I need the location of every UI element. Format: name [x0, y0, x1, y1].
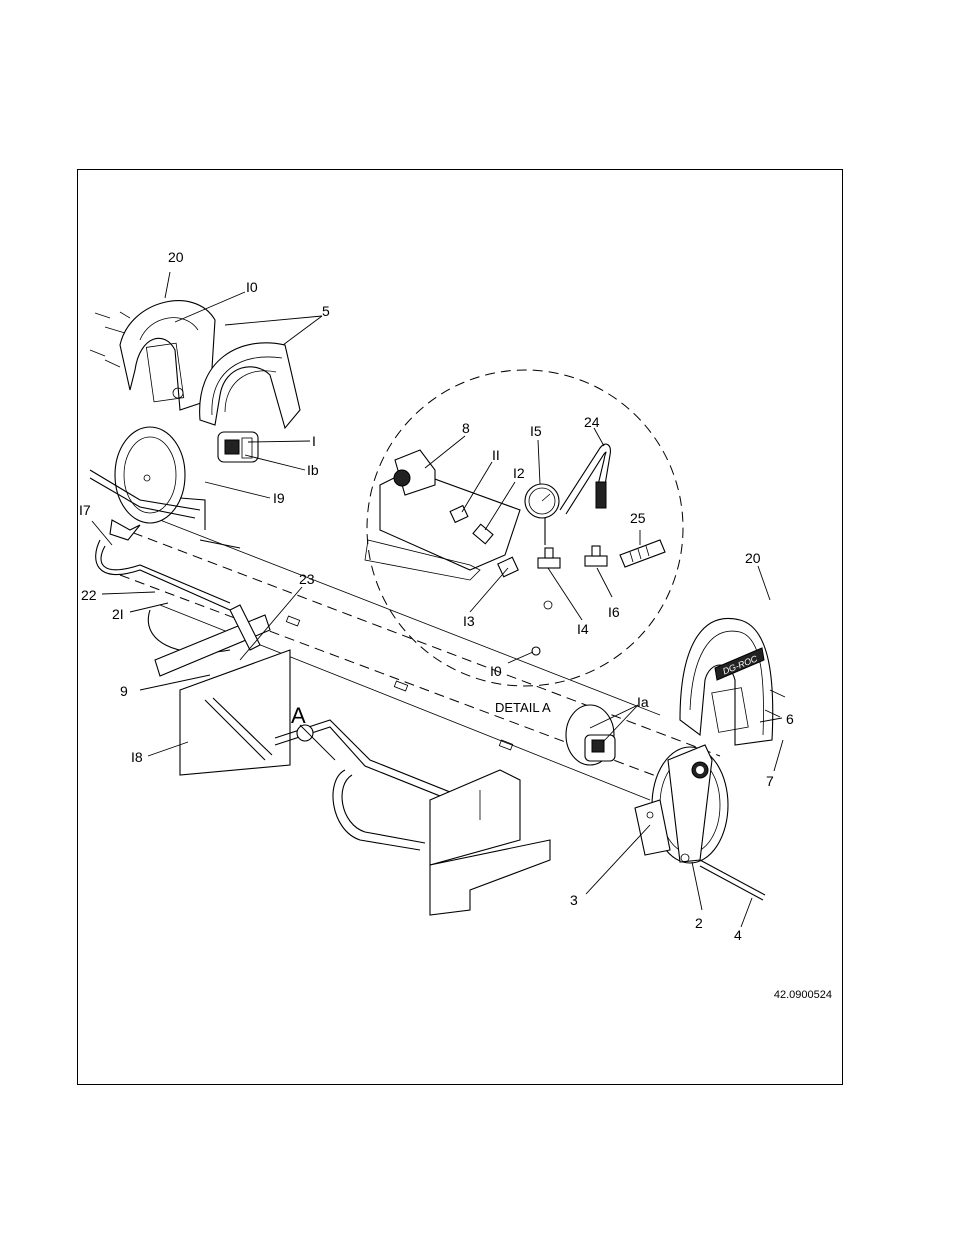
callout-21: 2I	[112, 606, 124, 622]
left-end-disc	[110, 427, 185, 540]
callout-1a: Ia	[637, 694, 649, 710]
callout-7: 7	[766, 773, 774, 789]
callout-11: II	[492, 447, 500, 463]
drawing-reference-number: 42.0900524	[774, 989, 832, 1001]
callout-17: I7	[79, 502, 91, 518]
callout-1: I	[312, 433, 316, 449]
callout-23: 23	[299, 571, 315, 587]
callout-18: I8	[131, 749, 143, 765]
callout-20-left: 20	[168, 249, 184, 265]
callout-15: I5	[530, 423, 542, 439]
callout-2: 2	[695, 915, 703, 931]
right-hydraulic-motor	[566, 705, 615, 765]
left-shield-rear	[200, 343, 300, 428]
detail-a-tee-fittings	[538, 546, 607, 568]
callout-22: 22	[81, 587, 97, 603]
detail-a-hose-24	[560, 444, 610, 514]
detail-a-label: DETAIL A	[495, 700, 551, 715]
callout-3: 3	[570, 892, 578, 908]
callout-10-left: I0	[246, 279, 258, 295]
callout-25: 25	[630, 510, 646, 526]
callout-6: 6	[786, 711, 794, 727]
callout-13: I3	[463, 613, 475, 629]
callout-19: I9	[273, 490, 285, 506]
callout-8: 8	[462, 420, 470, 436]
callout-10-detail: I0	[490, 663, 502, 679]
callout-20-right: 20	[745, 550, 761, 566]
callout-14: I4	[577, 621, 589, 637]
callout-4: 4	[734, 927, 742, 943]
left-hydraulic-motor	[218, 432, 258, 462]
callout-16: I6	[608, 604, 620, 620]
left-mount-bracket	[155, 605, 290, 775]
callout-detail-a-marker: A	[291, 703, 306, 728]
callout-9: 9	[120, 683, 128, 699]
detail-a-bracket	[365, 450, 520, 580]
callout-1b: Ib	[307, 462, 319, 478]
center-mount-plate	[430, 770, 550, 915]
detail-a-hose-25	[620, 540, 665, 567]
callout-12: I2	[513, 465, 525, 481]
callout-24: 24	[584, 414, 600, 430]
detail-a-gauge	[525, 484, 559, 545]
callout-5: 5	[322, 303, 330, 319]
right-shield: DG-ROC	[680, 618, 785, 745]
